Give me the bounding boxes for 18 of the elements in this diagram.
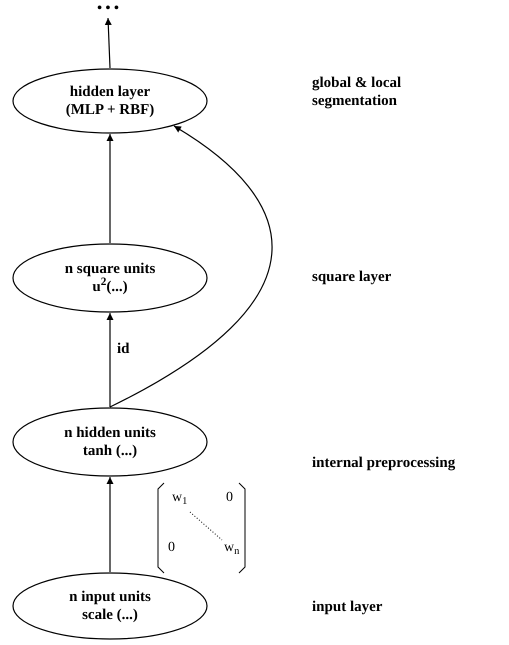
arrow [106,134,114,243]
matrix-entry: w$_{1}$ [172,490,188,506]
arrow [110,126,272,408]
matrix-entry: 0 [226,490,233,506]
node-label: n square units u$^{2}$(...) [64,260,156,296]
matrix-entry: 0 [168,540,175,556]
arrow [106,313,114,407]
layer-label: square layer [312,268,392,286]
arrow [104,18,112,68]
ellipsis: • • • [97,1,119,17]
node-label: n hidden units tanh (...) [63,424,157,460]
node-label: n input units scale (...) [68,588,152,624]
node-label: hidden layer (MLP + RBF) [64,83,156,119]
matrix-entry: w$_{n}$ [224,540,240,556]
arrow [106,477,114,572]
layer-label: input layer [312,598,382,616]
layer-label: global & local segmentation [312,74,402,110]
layer-label: internal preprocessing [312,454,456,472]
